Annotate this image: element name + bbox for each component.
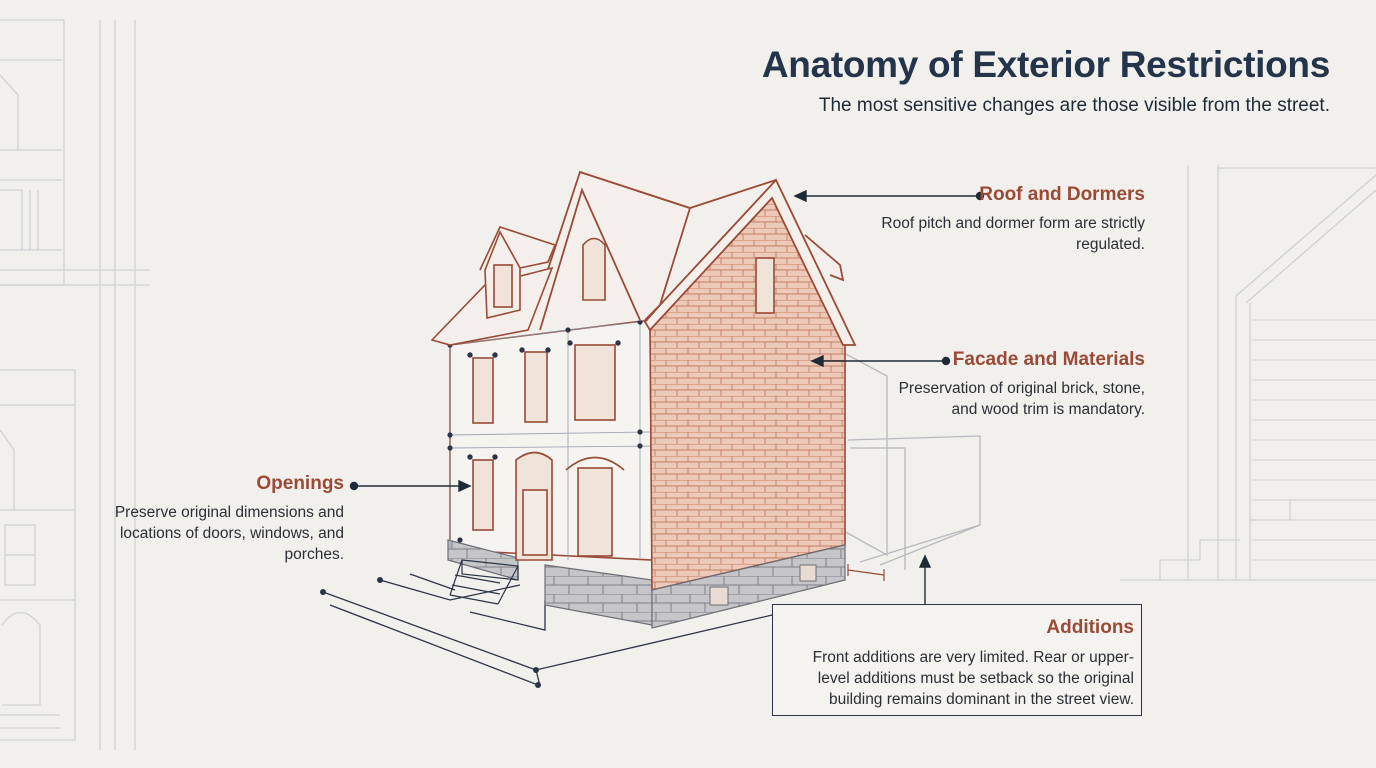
callout-roof-heading: Roof and Dormers [979, 184, 1145, 205]
leader-dot-openings [349, 481, 359, 491]
callout-facade-heading: Facade and Materials [952, 349, 1145, 370]
page-subtitle: The most sensitive changes are those vis… [818, 95, 1330, 116]
callout-additions-heading: Additions [1046, 617, 1134, 638]
front-windows [472, 344, 625, 561]
callout-additions-body: Front additions are very limited. Rear o… [812, 649, 1134, 708]
ghost-addition [841, 351, 981, 570]
callout-roof-body: Roof pitch and dormer form are strictly … [881, 215, 1145, 253]
dimension-marker [847, 564, 885, 581]
callout-openings-body: Preserve original dimensions and locatio… [114, 504, 344, 563]
callout-facade-body: Preservation of original brick, stone, a… [898, 380, 1145, 418]
leader-dot-roof [975, 191, 985, 201]
callout-openings-heading: Openings [256, 473, 344, 494]
dormer [430, 226, 606, 346]
roof [527, 170, 857, 346]
side-brick-wall [649, 188, 846, 629]
porch-steps [449, 559, 519, 605]
leader-dot-facade [941, 356, 951, 366]
page-title: Anatomy of Exterior Restrictions [761, 44, 1330, 85]
callout-additions-box: Additions Front additions are very limit… [772, 604, 1142, 716]
